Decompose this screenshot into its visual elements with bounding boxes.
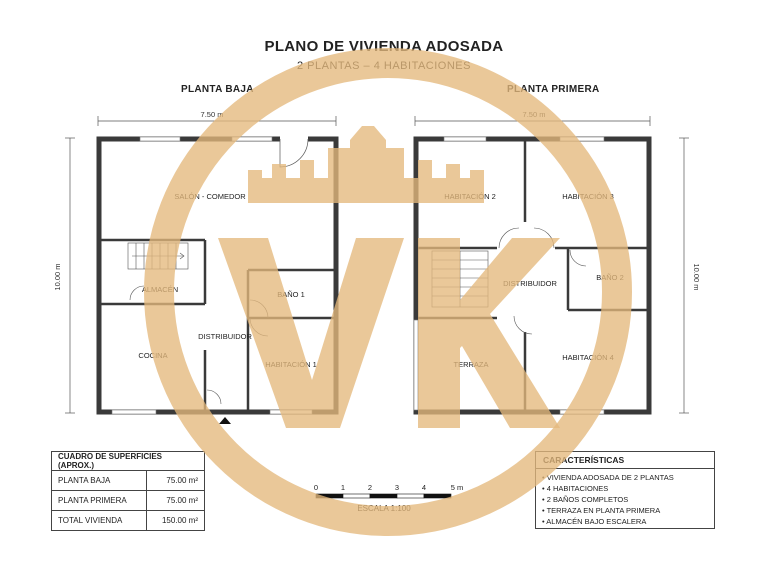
areas-table: CUADRO DE SUPERFICIES (APROX.) PLANTA BA… — [50, 451, 205, 531]
room-habitacion1-label: HABITACIÓN 1 — [265, 360, 317, 369]
area-value: 75.00 m² — [146, 470, 205, 491]
list-item: TERRAZA EN PLANTA PRIMERA — [542, 505, 708, 516]
first-width-dimension: 7.50 m — [523, 110, 546, 119]
scale-tick-label: 4 — [422, 483, 426, 492]
scale-segment — [315, 493, 344, 499]
ground-floor-plan: 7.50 m 10.00 m — [53, 110, 339, 424]
room-salon-label: SALÓN - COMEDOR — [174, 192, 246, 201]
ground-entry-gap — [280, 136, 308, 142]
list-item: 4 HABITACIONES — [542, 483, 708, 494]
room-habitacion3-label: HABITACIÓN 3 — [562, 192, 614, 201]
scale-tick-label: 1 — [341, 483, 345, 492]
scale-bar: 0 1 2 3 4 5 m ESCALA 1:100 — [314, 483, 463, 513]
room-almacen-label: ALMACÉN — [142, 285, 178, 294]
room-habitacion4-label: HABITACIÓN 4 — [562, 353, 614, 362]
ground-stairs — [127, 242, 189, 270]
room-cocina-label: COCINA — [138, 351, 167, 360]
table-row: TOTAL VIVIENDA 150.00 m² — [50, 510, 205, 531]
first-windows — [413, 136, 605, 415]
room-terraza-label: TERRAZA — [453, 360, 488, 369]
ground-outer-walls — [96, 136, 339, 415]
scale-tick-label: 2 — [368, 483, 372, 492]
room-habitacion2-label: HABITACIÓN 2 — [444, 192, 496, 201]
area-label: PLANTA BAJA — [50, 470, 148, 491]
scale-segment — [423, 493, 452, 499]
first-floor-plan: 7.50 m 10.00 m — [413, 110, 701, 415]
features-title: CARACTERÍSTICAS — [536, 452, 714, 469]
scale-tick-label: 3 — [395, 483, 399, 492]
table-row: PLANTA BAJA 75.00 m² — [50, 470, 205, 491]
scale-tick-label: 5 m — [451, 483, 464, 492]
ground-windows — [111, 136, 313, 415]
room-bano2-label: BAÑO 2 — [596, 273, 624, 282]
scale-label: ESCALA 1:100 — [357, 504, 411, 513]
table-row: PLANTA PRIMERA 75.00 m² — [50, 490, 205, 511]
scale-tick-label: 0 — [314, 483, 318, 492]
first-height-dimension: 10.00 m — [692, 263, 701, 290]
areas-table-title: CUADRO DE SUPERFICIES (APROX.) — [51, 451, 205, 471]
list-item: ALMACÉN BAJO ESCALERA — [542, 516, 708, 527]
area-label: PLANTA PRIMERA — [50, 490, 148, 511]
scale-segment — [342, 493, 371, 499]
list-item: VIVIENDA ADOSADA DE 2 PLANTAS — [542, 472, 708, 483]
room-distribuidor2-label: DISTRIBUIDOR — [503, 279, 557, 288]
features-box: CARACTERÍSTICAS VIVIENDA ADOSADA DE 2 PL… — [535, 451, 715, 529]
first-stairs — [431, 250, 489, 308]
features-list: VIVIENDA ADOSADA DE 2 PLANTAS 4 HABITACI… — [536, 472, 714, 527]
room-distribuidor-label: DISTRIBUIDOR — [198, 332, 252, 341]
entrance-arrow-icon — [219, 417, 231, 424]
room-bano1-label: BAÑO 1 — [277, 290, 305, 299]
door-swing-icon — [279, 138, 309, 168]
area-value: 75.00 m² — [146, 490, 205, 511]
list-item: 2 BAÑOS COMPLETOS — [542, 494, 708, 505]
scale-segment — [369, 493, 398, 499]
area-value: 150.00 m² — [146, 510, 205, 531]
scale-segment — [396, 493, 425, 499]
ground-width-dimension: 7.50 m — [201, 110, 224, 119]
ground-height-dimension: 10.00 m — [53, 263, 62, 290]
ground-interior-walls — [99, 238, 336, 410]
area-label: TOTAL VIVIENDA — [50, 510, 148, 531]
